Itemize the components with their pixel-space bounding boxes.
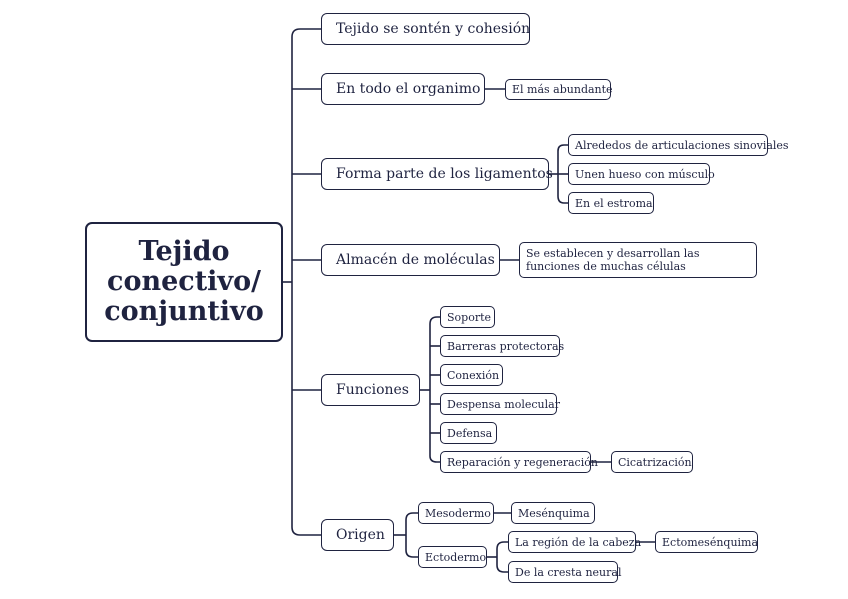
topic-origen[interactable]: Origen bbox=[321, 519, 394, 551]
subtopic-despensa-label: Despensa molecular bbox=[447, 397, 560, 411]
subtopic-ectomesenquima[interactable]: Ectomesénquima bbox=[655, 531, 758, 553]
root-topic[interactable]: Tejido conectivo/ conjuntivo bbox=[85, 222, 283, 342]
subtopic-barreras[interactable]: Barreras protectoras bbox=[440, 335, 564, 357]
root-line-1: Tejido bbox=[138, 236, 230, 267]
subtopic-cresta-neural[interactable]: De la cresta neural bbox=[508, 561, 622, 583]
subtopic-conexion[interactable]: Conexión bbox=[440, 364, 503, 386]
topic-almacen[interactable]: Almacén de moléculas bbox=[321, 244, 500, 276]
topic-organismo-label: En todo el organimo bbox=[336, 81, 481, 97]
root-line-3: conjuntivo bbox=[104, 296, 264, 327]
subtopic-estroma-label: En el estroma bbox=[575, 196, 653, 210]
topic-sosten-label: Tejido se sontén y cohesión bbox=[336, 21, 531, 37]
subtopic-abundante[interactable]: El más abundante bbox=[505, 79, 613, 100]
topic-ligamentos-label: Forma parte de los ligamentos bbox=[336, 166, 553, 182]
topic-organismo[interactable]: En todo el organimo bbox=[321, 73, 485, 105]
subtopic-articulaciones[interactable]: Alrededos de articulaciones sinoviales bbox=[568, 134, 789, 156]
subtopic-abundante-label: El más abundante bbox=[512, 83, 613, 96]
subtopic-mesenquima[interactable]: Mesénquima bbox=[511, 502, 595, 524]
connector-sosten bbox=[291, 28, 321, 38]
subtopic-soporte[interactable]: Soporte bbox=[440, 306, 495, 328]
subtopic-barreras-label: Barreras protectoras bbox=[447, 339, 565, 353]
connector-origen bbox=[291, 526, 321, 536]
subtopic-mesenquima-label: Mesénquima bbox=[518, 506, 590, 520]
subtopic-defensa-label: Defensa bbox=[447, 426, 493, 440]
root-line-2: conectivo/ bbox=[107, 266, 261, 297]
subtopic-ectomesenquima-label: Ectomesénquima bbox=[662, 535, 759, 549]
topic-sosten[interactable]: Tejido se sontén y cohesión bbox=[321, 13, 530, 45]
subtopic-mesodermo-label: Mesodermo bbox=[425, 506, 491, 520]
subtopic-hueso-musculo-label: Unen hueso con músculo bbox=[575, 167, 715, 181]
subtopic-reparacion[interactable]: Reparación y regeneración bbox=[440, 451, 598, 473]
subtopic-estroma[interactable]: En el estroma bbox=[568, 192, 654, 214]
subtopic-mesodermo[interactable]: Mesodermo bbox=[418, 502, 494, 524]
subtopic-region-cabeza[interactable]: La región de la cabeza bbox=[508, 531, 641, 553]
subtopic-conexion-label: Conexión bbox=[447, 368, 500, 382]
subtopic-articulaciones-label: Alrededos de articulaciones sinoviales bbox=[575, 138, 789, 152]
subtopic-defensa[interactable]: Defensa bbox=[440, 422, 497, 444]
subtopic-reparacion-label: Reparación y regeneración bbox=[447, 455, 598, 469]
topic-ligamentos[interactable]: Forma parte de los ligamentos bbox=[321, 158, 553, 190]
subtopic-soporte-label: Soporte bbox=[447, 310, 492, 324]
subtopic-cresta-neural-label: De la cresta neural bbox=[515, 565, 622, 579]
topic-origen-label: Origen bbox=[336, 527, 385, 543]
subtopic-ectodermo-label: Ectodermo bbox=[425, 550, 487, 564]
topic-funciones[interactable]: Funciones bbox=[321, 374, 420, 406]
subtopic-funciones-celulas[interactable]: Se establecen y desarrollan las funcione… bbox=[519, 242, 757, 278]
subtopic-region-cabeza-label: La región de la cabeza bbox=[515, 535, 642, 549]
subtopic-cicatrizacion[interactable]: Cicatrización bbox=[611, 451, 693, 473]
topic-funciones-label: Funciones bbox=[336, 382, 409, 398]
subtopic-ectodermo[interactable]: Ectodermo bbox=[418, 546, 487, 568]
topic-almacen-label: Almacén de moléculas bbox=[336, 252, 495, 268]
subtopic-hueso-musculo[interactable]: Unen hueso con músculo bbox=[568, 163, 715, 185]
subtopic-funciones-celulas-label: Se establecen y desarrollan las funcione… bbox=[526, 247, 700, 273]
subtopic-cicatrizacion-label: Cicatrización bbox=[618, 455, 692, 469]
subtopic-despensa[interactable]: Despensa molecular bbox=[440, 393, 560, 415]
